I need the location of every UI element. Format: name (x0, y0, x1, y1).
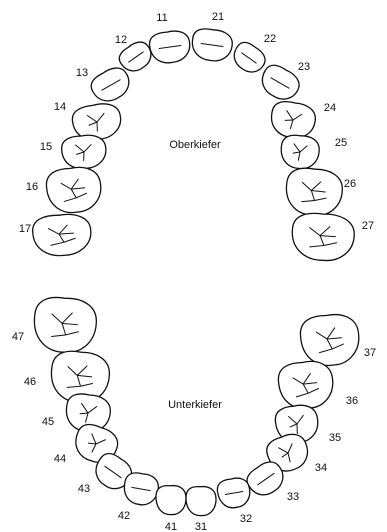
tooth-fissure (301, 181, 327, 203)
tooth-number-36: 36 (346, 395, 358, 407)
tooth-fissure (309, 226, 338, 248)
tooth-fissure (104, 465, 122, 479)
tooth-number-26: 26 (344, 178, 356, 190)
tooth-outline (291, 212, 355, 262)
tooth-37 (299, 314, 360, 367)
tooth-outline (118, 41, 152, 72)
tooth-number-17: 17 (19, 223, 31, 235)
tooth-outline (32, 213, 92, 257)
tooth-42 (123, 472, 160, 506)
tooth-number-33: 33 (287, 491, 299, 503)
tooth-36 (277, 360, 334, 410)
tooth-fissure (224, 490, 244, 496)
tooth-outline (277, 360, 334, 410)
labels-layer: 11 21 12 22 13 23 14 24 15 25 16 26 17 27 47 37 46 36 45 35… (12, 11, 376, 532)
tooth-number-47: 47 (12, 331, 24, 343)
tooth-fissure (79, 402, 98, 423)
tooth-number-15: 15 (40, 141, 52, 153)
tooth-13 (90, 67, 130, 102)
tooth-number-16: 16 (26, 181, 38, 193)
tooth-number-44: 44 (54, 453, 66, 465)
tooth-fissure (128, 51, 144, 63)
tooth-44 (75, 423, 119, 463)
tooth-27 (291, 212, 355, 262)
tooth-number-35: 35 (329, 432, 341, 444)
tooth-fissure (101, 79, 121, 91)
tooth-number-11: 11 (156, 12, 167, 24)
tooth-outline (45, 166, 102, 214)
tooth-number-23: 23 (298, 61, 310, 73)
tooth-33 (246, 461, 284, 496)
tooth-fissure (257, 472, 275, 486)
tooth-fissure (47, 224, 76, 246)
tooth-number-31: 31 (195, 521, 207, 532)
tooth-outline (246, 461, 284, 496)
tooth-number-13: 13 (76, 67, 88, 79)
tooth-fissure (75, 144, 92, 162)
tooth-fissure (292, 373, 320, 398)
tooth-fissure (131, 486, 151, 492)
teeth-layer (32, 28, 360, 517)
tooth-fissure (315, 327, 344, 354)
tooth-34 (266, 433, 309, 472)
tooth-number-34: 34 (315, 462, 327, 474)
tooth-outline (155, 484, 187, 516)
tooth-number-43: 43 (78, 483, 90, 495)
tooth-21 (191, 28, 233, 62)
tooth-number-12: 12 (115, 34, 127, 46)
tooth-number-21: 21 (212, 11, 224, 23)
tooth-number-14: 14 (54, 101, 66, 113)
tooth-16 (45, 166, 102, 214)
tooth-41 (155, 484, 187, 516)
tooth-number-27: 27 (362, 220, 374, 232)
tooth-outline (185, 485, 217, 517)
tooth-12 (118, 41, 152, 72)
tooth-32 (216, 477, 251, 509)
tooth-number-24: 24 (324, 102, 336, 114)
tooth-fissure (158, 44, 182, 50)
tooth-47 (33, 296, 97, 354)
tooth-fissure (60, 178, 88, 202)
tooth-11 (148, 30, 191, 64)
tooth-fissure (241, 52, 257, 64)
lower-jaw-label: Unterkiefer (168, 399, 222, 411)
tooth-24 (270, 101, 316, 139)
tooth-fissure (86, 112, 105, 132)
tooth-number-41: 41 (165, 521, 177, 532)
tooth-23 (261, 64, 300, 100)
tooth-outline (90, 67, 130, 102)
tooth-number-37: 37 (364, 347, 376, 359)
tooth-outline (285, 167, 343, 217)
upper-jaw-label: Oberkiefer (169, 139, 221, 151)
tooth-fissure (87, 433, 106, 453)
tooth-22 (233, 41, 266, 73)
tooth-outline (50, 350, 110, 404)
tooth-15 (61, 134, 107, 170)
tooth-fissure (292, 143, 308, 161)
tooth-number-22: 22 (264, 33, 276, 45)
tooth-fissure (200, 42, 224, 48)
tooth-outline (299, 314, 360, 367)
tooth-fissure (284, 110, 303, 130)
tooth-fissure (51, 312, 79, 337)
tooth-fissure (278, 443, 293, 463)
tooth-number-46: 46 (24, 376, 36, 388)
tooth-25 (280, 134, 320, 170)
tooth-number-45: 45 (42, 416, 54, 428)
tooth-26 (285, 167, 343, 217)
tooth-outline (233, 41, 266, 73)
tooth-fissure (66, 365, 93, 388)
tooth-number-25: 25 (335, 137, 347, 149)
tooth-outline (261, 64, 300, 100)
tooth-fissure (288, 414, 304, 435)
tooth-outline (33, 296, 97, 354)
tooth-45 (65, 393, 111, 433)
tooth-31 (185, 485, 217, 517)
tooth-46 (50, 350, 110, 404)
tooth-17 (32, 213, 92, 257)
tooth-number-42: 42 (118, 510, 130, 522)
tooth-fissure (270, 77, 290, 89)
tooth-number-32: 32 (240, 513, 252, 525)
